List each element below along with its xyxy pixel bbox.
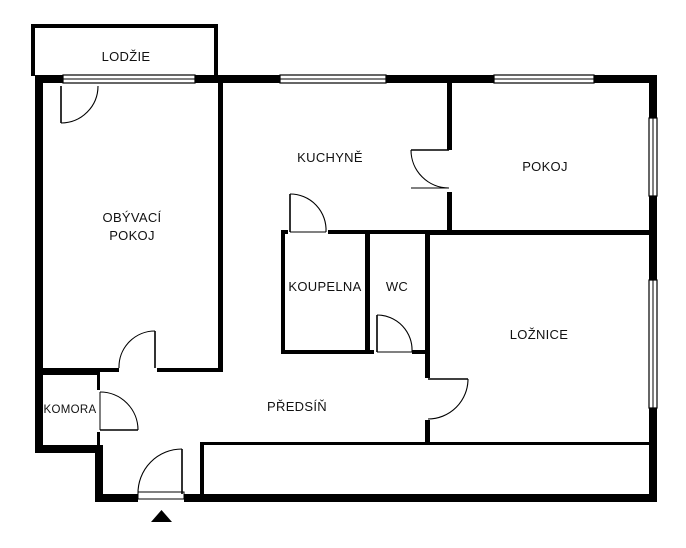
doors [60, 85, 469, 504]
label-obyvaci-line2: POKOJ [109, 228, 155, 243]
label-predsin: PŘEDSÍŇ [267, 399, 327, 414]
door-living-balcony [60, 85, 99, 124]
loggia [31, 24, 218, 76]
label-loznice: LOŽNICE [510, 327, 568, 342]
label-pokoj: POKOJ [522, 159, 568, 174]
label-komora: KOMORA [44, 404, 97, 416]
label-kuchyne: KUCHYNĚ [297, 150, 363, 165]
door-living [118, 330, 157, 374]
door-entrance [137, 448, 185, 504]
entrance-arrow-icon [151, 510, 172, 522]
door-bedroom [423, 378, 469, 420]
label-lodzie: LODŽIE [102, 49, 151, 64]
door-komora [95, 390, 139, 432]
windows [62, 74, 658, 409]
label-obyvaci-line1: OBÝVACÍ [103, 210, 162, 225]
label-wc: WC [386, 279, 408, 294]
door-kitchen [410, 149, 454, 192]
door-kitchen-hall [288, 193, 328, 236]
label-koupelna: KOUPELNA [288, 279, 361, 294]
door-wc [374, 314, 413, 356]
room-labels: LODŽIE OBÝVACÍ POKOJ KUCHYNĚ POKOJ KOUPE… [44, 49, 568, 416]
